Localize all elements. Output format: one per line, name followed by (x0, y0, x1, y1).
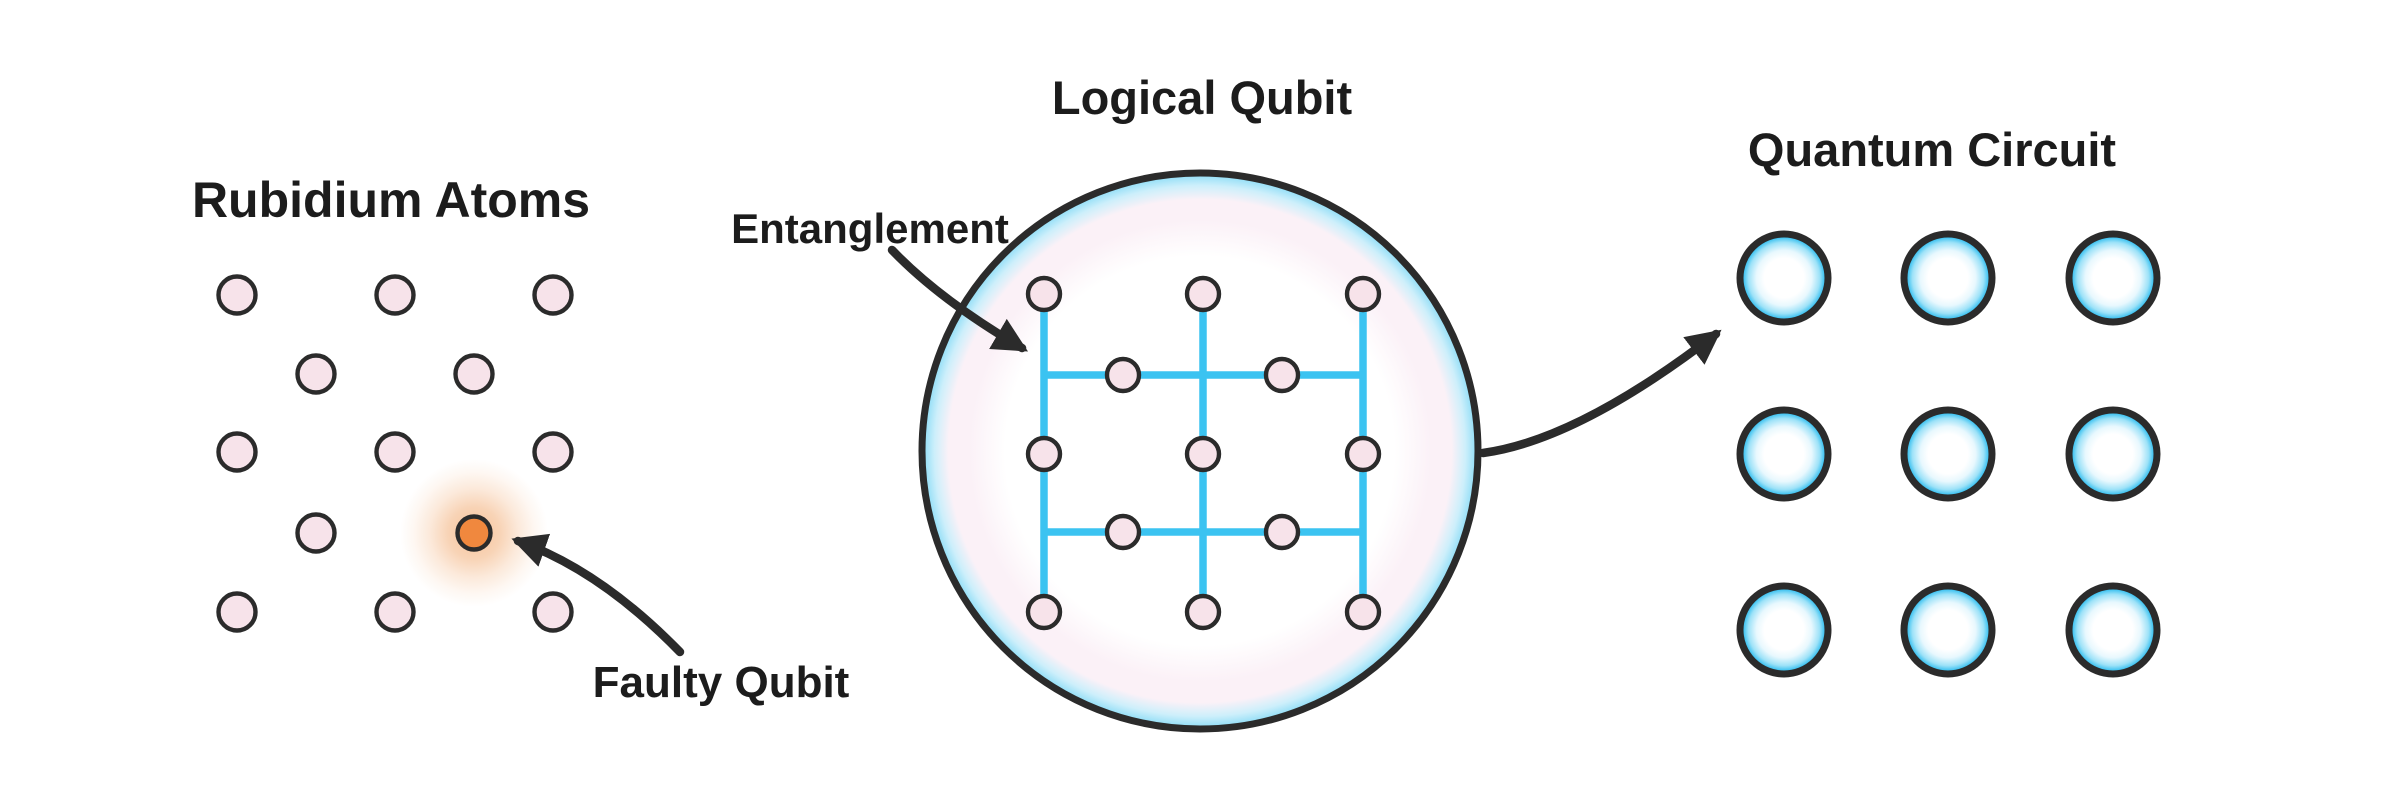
circuit-qubit (1736, 230, 1832, 326)
panel-rubidium-atoms: Rubidium Atoms Faulty Qubit (192, 172, 850, 707)
logical-qubit-atom (1025, 275, 1063, 313)
logical-qubit-atom (1104, 513, 1142, 551)
logical-qubit-atom (1184, 435, 1222, 473)
rubidium-atom-lattice (216, 274, 574, 633)
circuit-qubit (1736, 406, 1832, 502)
rubidium-atom (216, 274, 258, 316)
logical-qubit-atom (1344, 593, 1382, 631)
circuit-qubit (1736, 582, 1832, 678)
logical-qubit-atom (1104, 356, 1142, 394)
logical-qubit-atom (1263, 513, 1301, 551)
circuit-qubit-grid (1736, 230, 2161, 678)
logical-qubit-atom (1184, 593, 1222, 631)
circuit-qubit (2065, 406, 2161, 502)
rubidium-atom (295, 512, 337, 554)
quantum-circuit-title: Quantum Circuit (1748, 123, 2117, 176)
entanglement-arrow (887, 245, 1029, 353)
rubidium-atom (532, 274, 574, 316)
faulty-qubit-atom (455, 514, 493, 552)
logical-qubit-atom (1025, 593, 1063, 631)
logical-qubit-atom (1025, 435, 1063, 473)
circuit-qubit (2065, 582, 2161, 678)
logical-qubit-atom (1263, 356, 1301, 394)
rubidium-atom (374, 274, 416, 316)
rubidium-title: Rubidium Atoms (192, 172, 590, 228)
rubidium-atom (532, 591, 574, 633)
logical-to-circuit-arrow (1478, 329, 1722, 458)
rubidium-atom (374, 591, 416, 633)
circuit-qubit (2065, 230, 2161, 326)
circuit-qubit (1900, 230, 1996, 326)
entanglement-label: Entanglement (731, 205, 1009, 252)
rubidium-atom (216, 591, 258, 633)
rubidium-atom (216, 431, 258, 473)
logical-qubit-atom (1184, 275, 1222, 313)
rubidium-atom (295, 353, 337, 395)
rubidium-atom (453, 353, 495, 395)
entanglement-grid (1025, 275, 1382, 631)
rubidium-atom (532, 431, 574, 473)
circuit-qubit (1900, 582, 1996, 678)
faulty-qubit-label: Faulty Qubit (593, 658, 850, 707)
logical-qubit-title: Logical Qubit (1052, 71, 1353, 124)
logical-qubit-atom (1344, 275, 1382, 313)
rubidium-atom (374, 431, 416, 473)
logical-qubit-atom (1344, 435, 1382, 473)
panel-logical-qubit: Logical Qubit Entanglement (731, 71, 1722, 733)
panel-quantum-circuit: Quantum Circuit (1736, 123, 2161, 678)
circuit-qubit (1900, 406, 1996, 502)
faulty-qubit-arrow (511, 533, 685, 657)
